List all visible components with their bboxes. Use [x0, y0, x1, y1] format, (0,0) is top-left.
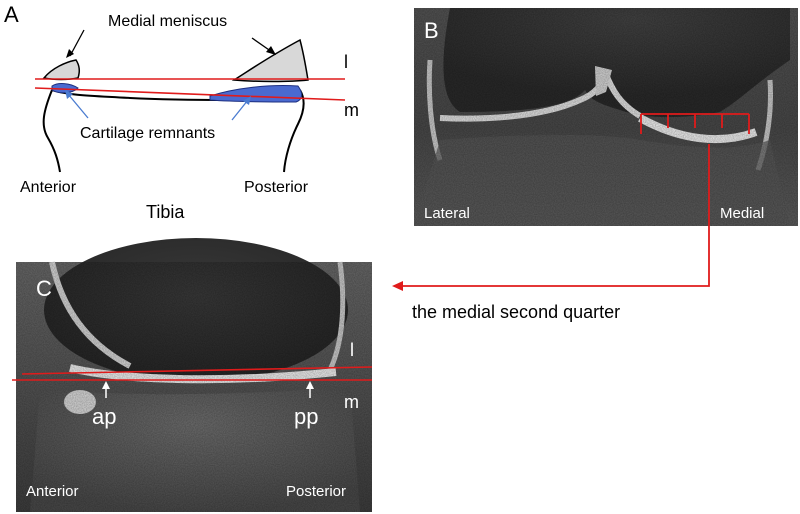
- pp-label: pp: [294, 404, 318, 429]
- anterior-cartilage-remnant: [51, 83, 79, 94]
- panel-a-anterior-label: Anterior: [20, 179, 77, 196]
- panel-a-line-m: [34, 87, 346, 101]
- panel-c-posterior-label: Posterior: [286, 483, 346, 500]
- ap-label: ap: [92, 404, 116, 429]
- panel-a-label-l: l: [344, 52, 348, 72]
- meniscus-arrow-anterior: [69, 29, 85, 57]
- panel-b-lateral-label: Lateral: [424, 205, 470, 222]
- panel-c-anterior-label: Anterior: [26, 483, 79, 500]
- panel-a-posterior-label: Posterior: [244, 179, 309, 196]
- panel-b-medial-label: Medial: [720, 205, 764, 222]
- connector-arrow: [392, 144, 710, 291]
- quarter-bracket: [640, 113, 750, 134]
- cartilage-arrowhead-posterior: [243, 96, 251, 105]
- panel-a: A Medial meniscus Cartilage remnants l m…: [4, 2, 359, 222]
- posterior-meniscus: [231, 38, 309, 83]
- cartilage-arrow-anterior: [67, 93, 89, 119]
- meniscus-arrowhead-posterior: [266, 46, 276, 55]
- panel-a-letter: A: [4, 2, 19, 27]
- meniscus-arrowhead-anterior: [66, 49, 74, 58]
- panel-a-label-m: m: [344, 100, 359, 120]
- panel-c: C l m ap pp Anterior Posterior: [12, 238, 373, 512]
- cartilage-arrowhead-anterior: [65, 90, 73, 99]
- panel-b-letter: B: [424, 18, 439, 43]
- anterior-meniscus: [42, 59, 81, 81]
- panel-c-label-m: m: [344, 392, 359, 412]
- posterior-cartilage-remnant: [209, 85, 303, 103]
- ap-arrowhead: [102, 381, 110, 389]
- medial-second-quarter-label: the medial second quarter: [412, 302, 620, 322]
- panel-c-line-m: [21, 366, 373, 375]
- cartilage-arrow-posterior: [231, 99, 249, 121]
- pp-arrowhead: [306, 381, 314, 389]
- cartilage-remnants-label: Cartilage remnants: [80, 125, 215, 142]
- tibia-label: Tibia: [146, 202, 185, 222]
- panel-b-texture: [414, 8, 798, 226]
- medial-meniscus-label: Medial meniscus: [108, 13, 227, 30]
- panel-c-texture: [16, 262, 372, 512]
- panel-c-label-l: l: [350, 340, 354, 360]
- panel-c-letter: C: [36, 276, 52, 301]
- panel-b: B Lateral Medial: [414, 8, 798, 226]
